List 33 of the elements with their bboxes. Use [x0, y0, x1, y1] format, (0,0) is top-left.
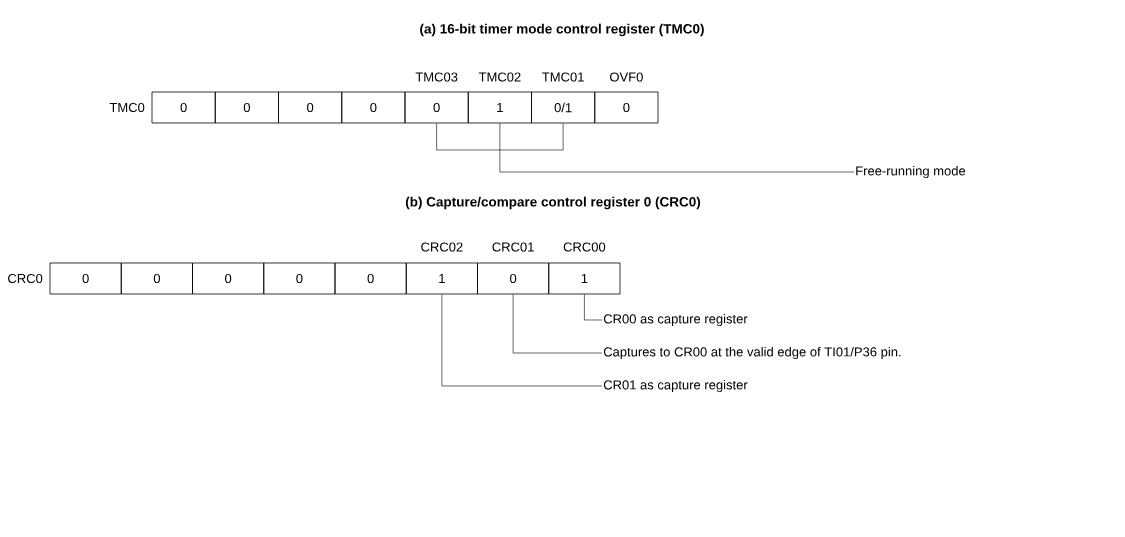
heading: (b) Capture/compare control register 0 (CRC0) [405, 196, 701, 210]
leader-line [436, 123, 855, 173]
register-cell: 1 [405, 262, 478, 295]
register-cell: 0 [334, 262, 407, 295]
register-cell: 0 [341, 91, 406, 124]
register-cell: 1 [467, 91, 532, 124]
bit-name: TMC02 [478, 72, 521, 82]
register-cell: 0 [49, 262, 122, 295]
bit-name: TMC03 [415, 72, 458, 82]
register-cell: 0 [151, 91, 216, 124]
leader-line [584, 294, 603, 321]
bit-name: TMC01 [542, 72, 584, 82]
register-cell: 0 [278, 91, 343, 124]
leader-line [441, 294, 603, 387]
leader-line [512, 294, 603, 354]
bit-name: OVF0 [610, 72, 643, 82]
register-cell: 0/1 [531, 91, 596, 124]
bit-name: CRC02 [421, 242, 463, 252]
description-text: CR01 as capture register [603, 379, 748, 393]
description-text: CR00 as capture register [603, 313, 748, 327]
description-text: Captures to CR00 at the valid edge of TI01/P36 pin. [603, 346, 901, 360]
description-text: Free-running mode [856, 165, 966, 179]
heading: (a) 16-bit timer mode control register (TMC0) [420, 23, 704, 37]
register-cell: 1 [548, 262, 621, 295]
register-cell: 0 [120, 262, 193, 295]
register-cell: 0 [214, 91, 279, 124]
bit-name: CRC00 [563, 242, 606, 252]
bit-name: CRC01 [492, 242, 534, 252]
register-cell: 0 [404, 91, 469, 124]
register-cell: 0 [594, 91, 659, 124]
register-cell: 0 [192, 262, 265, 295]
register-cell: 0 [263, 262, 336, 295]
register-cell: 0 [477, 262, 550, 295]
